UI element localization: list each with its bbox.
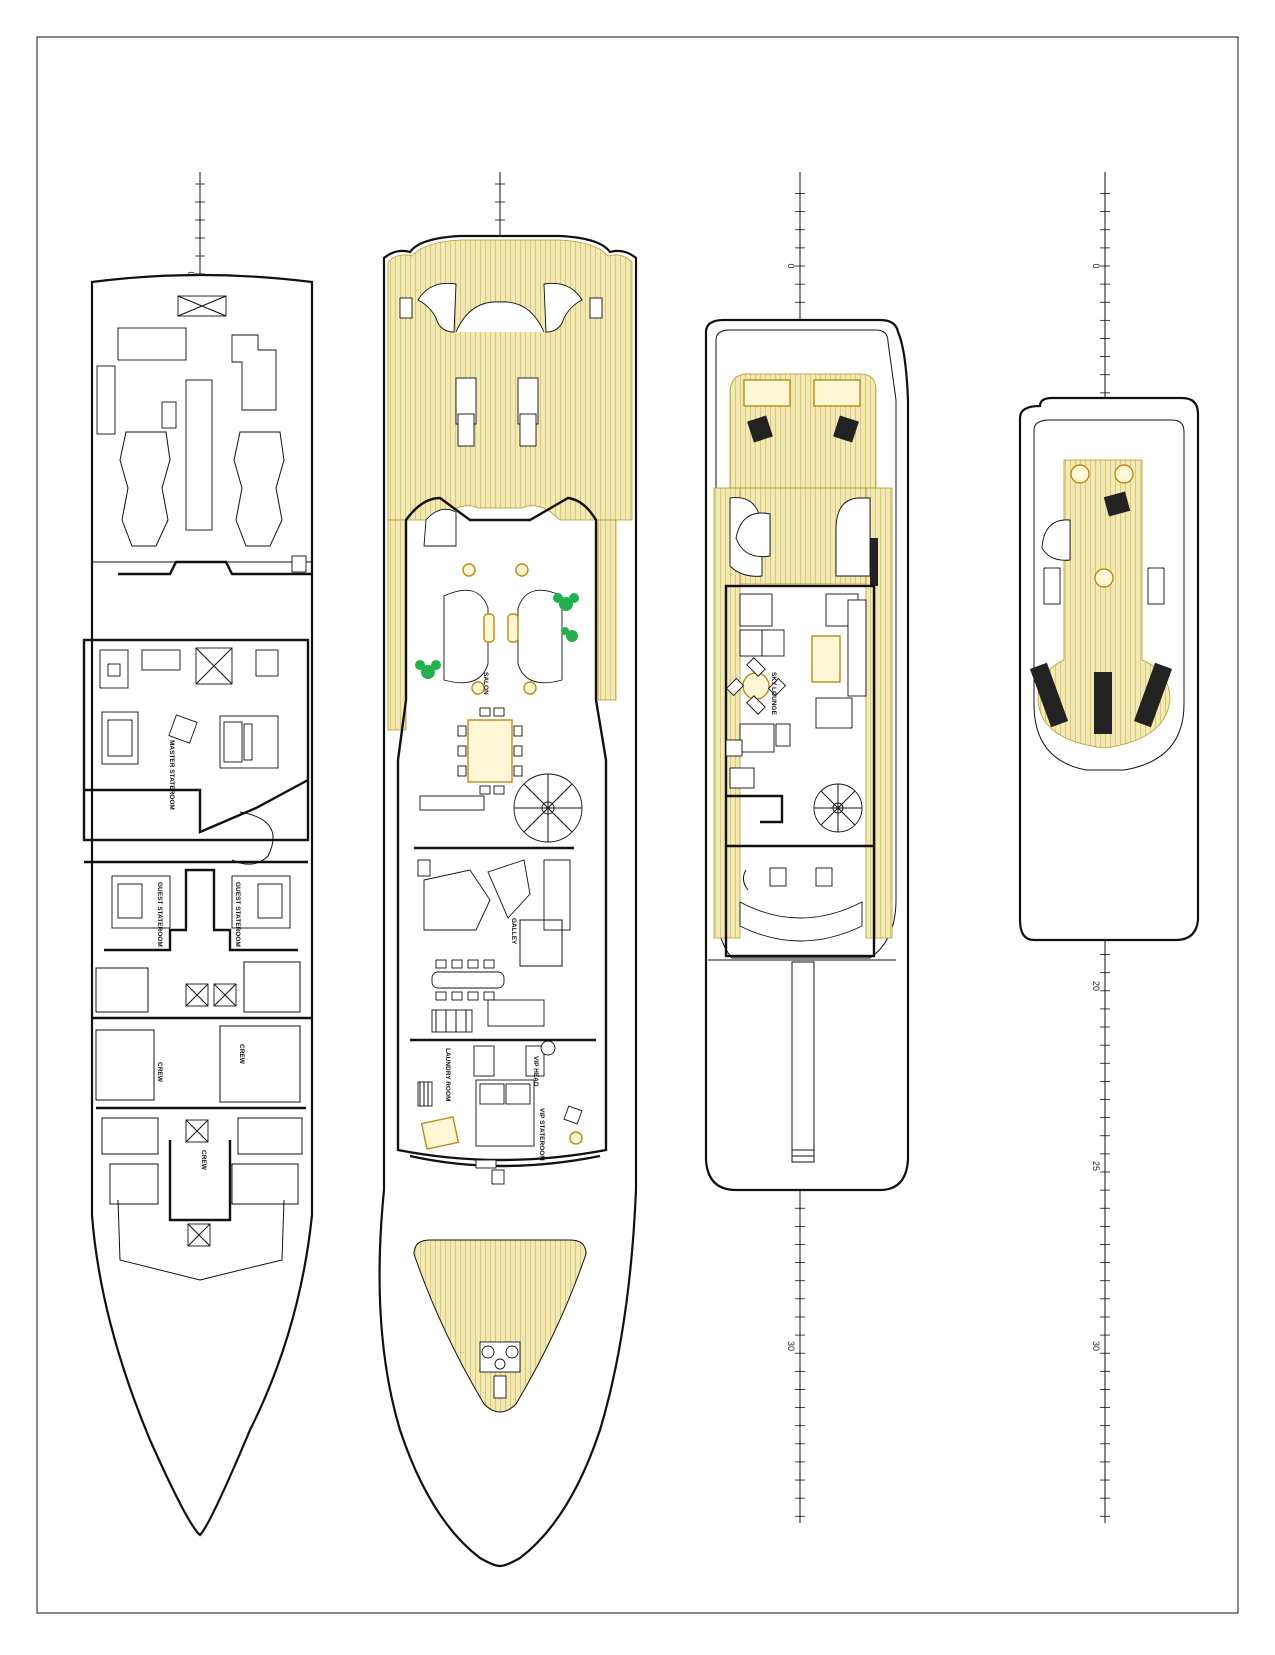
crew-mess-table	[431, 971, 505, 989]
sun-deck-plan	[1018, 396, 1200, 942]
tank-port	[96, 365, 116, 435]
scale-label: 20	[1091, 981, 1101, 991]
tank-stbd	[231, 334, 277, 411]
label-crew-port: CREW	[156, 1062, 163, 1083]
salon-sofa-stbd	[517, 589, 563, 684]
aft-teak-deck	[387, 239, 633, 521]
lower-deck-hull	[90, 273, 314, 1537]
sky-lounge-table	[811, 635, 841, 683]
label-crew-center: CREW	[200, 1150, 207, 1171]
scale-label: 30	[786, 1341, 796, 1351]
lower-deck-plan: MASTER STATEROOM GUEST STATEROOM GUEST S…	[82, 273, 314, 1537]
label-galley: GALLEY	[510, 918, 517, 945]
plant-icon	[415, 660, 441, 679]
scale-label: 0	[1091, 263, 1101, 268]
sun-lounger-stbd	[1133, 662, 1173, 728]
upper-deck-plan: SKY LOUNGE	[704, 318, 910, 1192]
card-table	[742, 672, 770, 700]
label-sky-lounge: SKY LOUNGE	[770, 672, 777, 716]
main-superstructure	[396, 496, 608, 1162]
plant-icon	[561, 627, 578, 642]
side-deck-port	[387, 519, 407, 731]
plant-icon	[553, 593, 579, 611]
shaft-tunnel	[185, 379, 213, 531]
wheelhouse-console	[739, 901, 863, 942]
sheet-border	[36, 36, 1239, 1614]
label-master-stateroom: MASTER STATEROOM	[168, 740, 175, 810]
sun-deck-stair	[1041, 519, 1071, 561]
master-bath-tub	[141, 649, 181, 671]
sun-lounger-center	[1094, 672, 1112, 734]
anchor-windlass-icon	[479, 1341, 521, 1399]
upper-stair-aft	[735, 512, 771, 558]
helm-chair-stbd	[833, 415, 859, 443]
engine-port	[119, 431, 171, 547]
label-vip-stateroom: VIP STATEROOM	[538, 1108, 545, 1161]
aft-stair-port	[417, 282, 457, 333]
scale-label: 25	[1091, 1161, 1101, 1171]
helm-chair-port	[747, 415, 773, 443]
pilot-chair-stbd	[815, 867, 833, 887]
dining-table	[467, 719, 513, 783]
foredeck-teak	[413, 1239, 587, 1413]
scale-label: 30	[1091, 1341, 1101, 1351]
label-guest-stateroom-port: GUEST STATEROOM	[156, 882, 163, 947]
crew-cabin-a	[95, 967, 149, 1013]
master-stateroom	[82, 638, 310, 842]
label-vip-head: VIP HEAD	[532, 1056, 539, 1087]
label-guest-stateroom-stbd: GUEST STATEROOM	[234, 882, 241, 947]
crew-cabin-b	[243, 961, 301, 1013]
lower-stair	[231, 811, 274, 865]
side-deck-stbd	[597, 519, 617, 701]
lower-bulkhead	[118, 560, 312, 576]
sun-chair	[1103, 491, 1131, 517]
engine-stbd	[233, 431, 285, 547]
sky-lounge	[724, 584, 876, 958]
sun-lounger-port	[1029, 662, 1069, 728]
galley-island	[423, 869, 491, 931]
aft-stair-stbd	[543, 282, 583, 333]
label-salon: SALON	[482, 672, 489, 695]
pilot-chair-port	[769, 867, 787, 887]
generator	[117, 327, 187, 361]
scale-label: 0	[786, 263, 796, 268]
frame-scales: 0510152025300510152025300510152025300510…	[186, 172, 1110, 1523]
salon-sofa-port	[443, 589, 489, 684]
label-crew-stbd: CREW	[238, 1044, 245, 1065]
main-deck-plan: SALON GALLEY LAUNDRY ROOM VIP HEAD VIP S…	[378, 234, 638, 1568]
vip-desk	[420, 1116, 460, 1150]
label-laundry-room: LAUNDRY ROOM	[444, 1048, 451, 1101]
